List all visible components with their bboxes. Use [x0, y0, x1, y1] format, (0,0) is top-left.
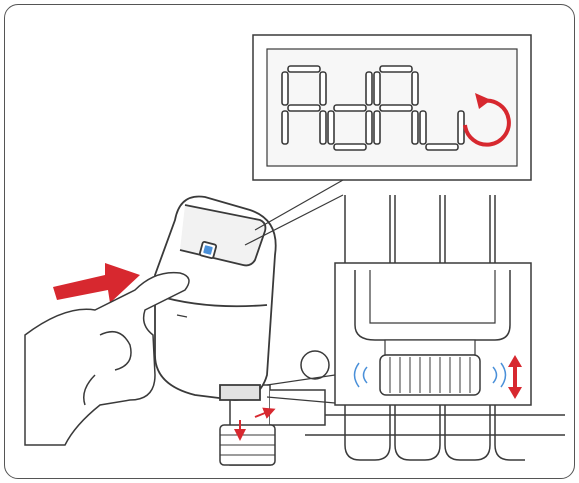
- thermostat-body: [155, 196, 276, 400]
- segment-e: [374, 111, 380, 144]
- segment-b: [412, 72, 418, 105]
- segment-c: [320, 111, 326, 144]
- segment-d: [426, 144, 458, 150]
- segment-a: [288, 66, 320, 72]
- segment-d: [334, 144, 366, 150]
- segment-e: [282, 111, 288, 144]
- segment-a: [380, 66, 412, 72]
- segment-b: [366, 72, 372, 105]
- segment-c: [366, 111, 372, 144]
- display-callout: [253, 35, 531, 180]
- installation-illustration: [5, 5, 575, 479]
- segment-b: [320, 72, 326, 105]
- knob-callout: [335, 263, 531, 405]
- segment-g: [380, 105, 412, 111]
- segment-g: [288, 105, 320, 111]
- segment-c: [458, 111, 464, 144]
- segment-g: [334, 105, 366, 111]
- illustration-frame: [4, 4, 575, 479]
- segment-e: [420, 111, 426, 144]
- segment-e: [328, 111, 334, 144]
- segment-c: [412, 111, 418, 144]
- segment-f: [282, 72, 288, 105]
- segment-f: [374, 72, 380, 105]
